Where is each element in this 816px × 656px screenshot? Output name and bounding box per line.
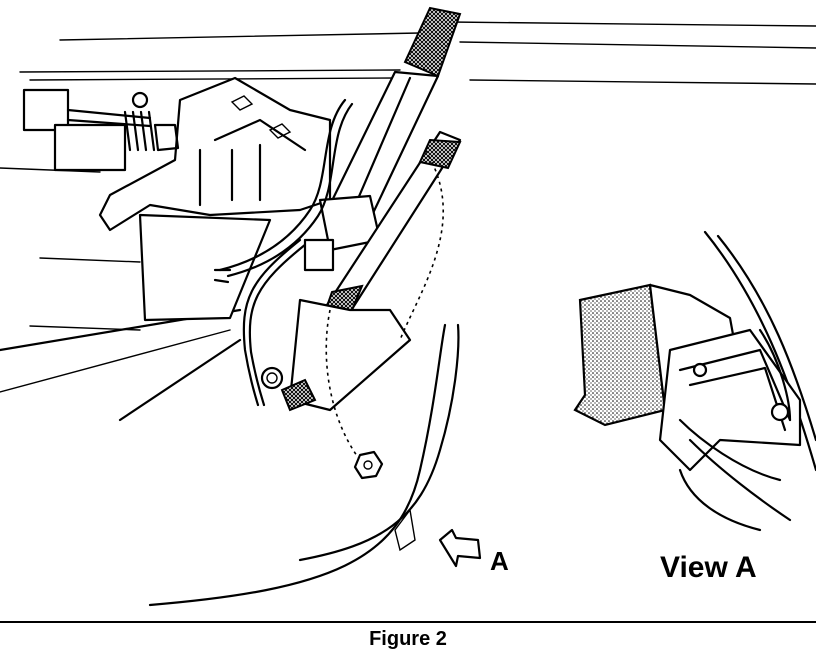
lever-arm bbox=[260, 130, 462, 412]
view-arrow bbox=[438, 528, 482, 568]
trim-panel bbox=[148, 323, 460, 607]
arrow-label: A bbox=[490, 546, 509, 576]
mounting-bracket bbox=[98, 76, 332, 322]
column-arm bbox=[318, 6, 462, 252]
cable-clamp bbox=[22, 88, 180, 172]
figure-caption: Figure 2 bbox=[369, 628, 447, 650]
view-a-detail bbox=[573, 230, 816, 532]
wire-harness bbox=[213, 98, 354, 407]
spring bbox=[123, 110, 156, 152]
hidden-cable bbox=[325, 149, 444, 480]
view-a-label: View A bbox=[660, 551, 757, 584]
